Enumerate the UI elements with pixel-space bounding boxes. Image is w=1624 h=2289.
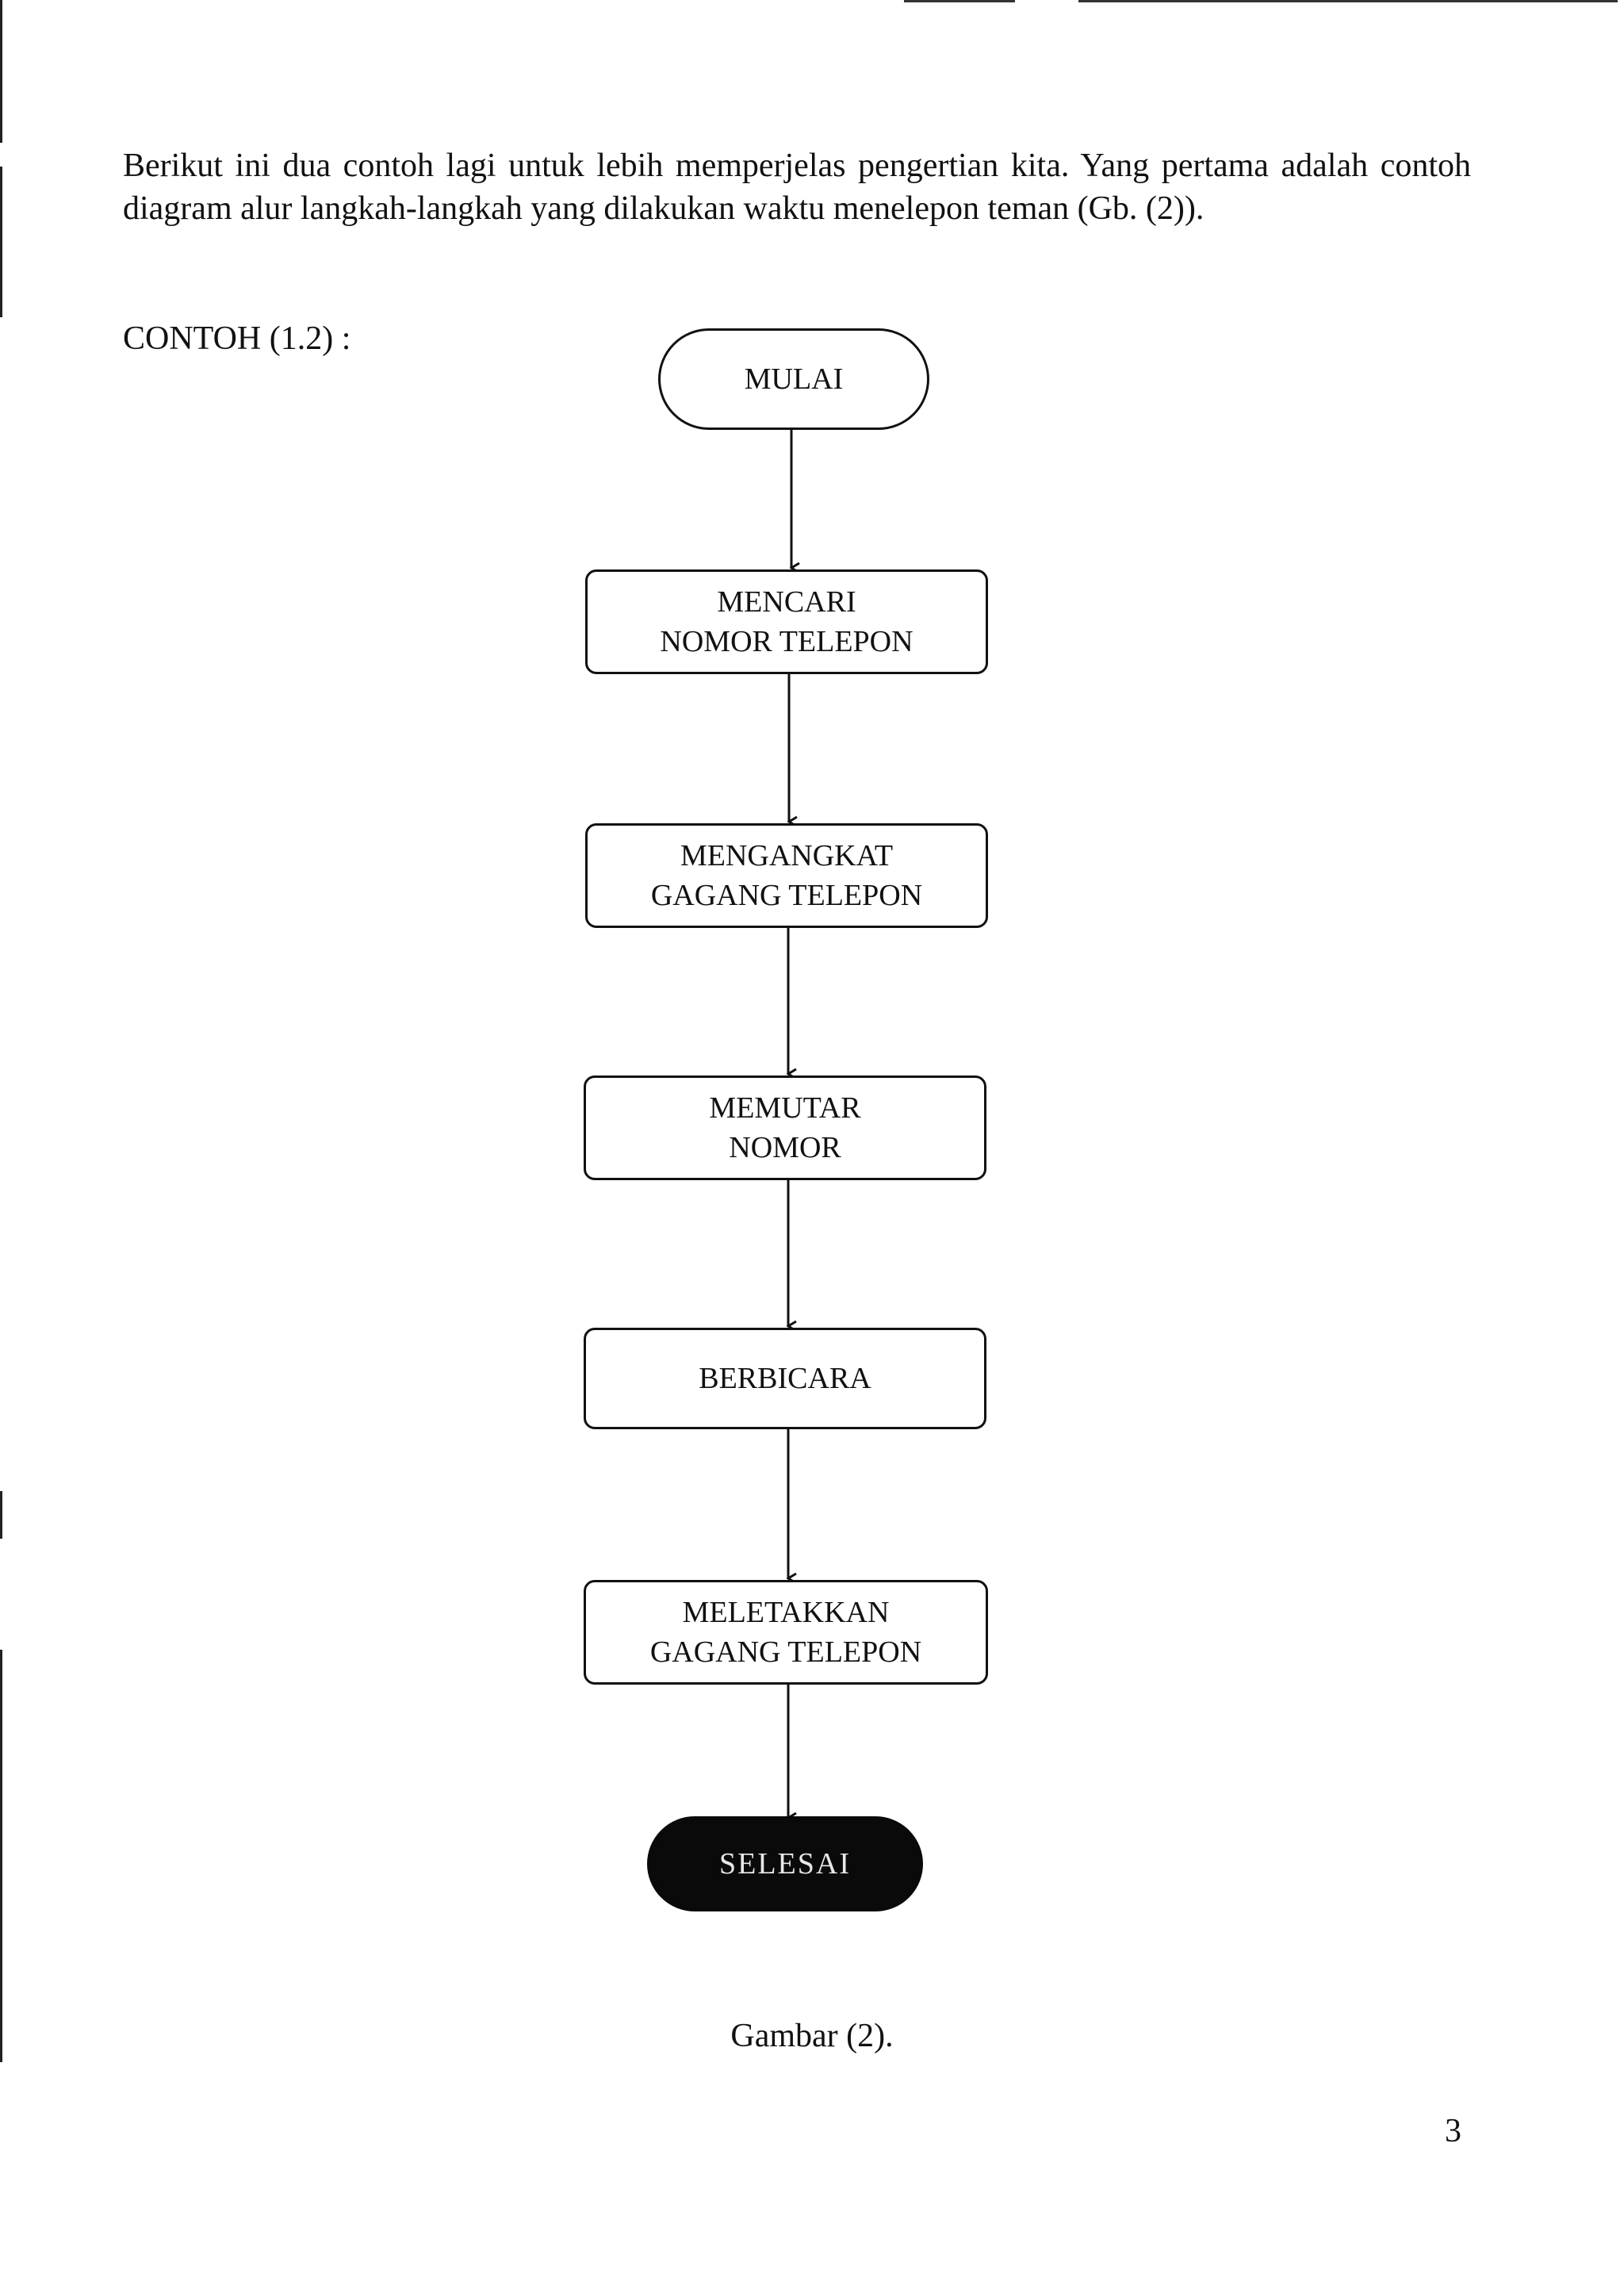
scan-edge-mark [0,0,2,143]
scan-edge-mark [0,1650,2,2062]
example-label: CONTOH (1.2) : [123,320,351,357]
flowchart-start-node: MULAI [658,328,929,430]
step-node-label: MEMUTAR NOMOR [709,1091,861,1164]
intro-paragraph: Berikut ini dua contoh lagi untuk lebih … [123,148,1471,227]
end-node-label: SELESAI [719,1847,851,1881]
step-node-label: BERBICARA [699,1362,871,1395]
scan-edge-mark [0,1491,2,1539]
scan-top-rule [904,0,1015,2]
flowchart-step-node: MENGANGKAT GAGANG TELEPON [585,823,988,928]
start-node-label: MULAI [744,362,844,396]
scan-top-rule [1078,0,1618,2]
flowchart-step-node: MENCARI NOMOR TELEPON [585,569,988,674]
step-node-label: MELETAKKAN GAGANG TELEPON [649,1596,922,1669]
scan-edge-mark [0,167,2,317]
figure-caption: Gambar (2). [730,2018,894,2054]
page-number: 3 [1445,2113,1461,2149]
flowchart-step-node: BERBICARA [584,1328,986,1429]
step-node-label: MENCARI NOMOR TELEPON [660,585,914,658]
flowchart-step-node: MEMUTAR NOMOR [584,1075,986,1180]
flowchart-end-node: SELESAI [647,1816,923,1911]
step-node-label: MENGANGKAT GAGANG TELEPON [650,839,923,912]
flowchart-step-node: MELETAKKAN GAGANG TELEPON [584,1580,988,1685]
